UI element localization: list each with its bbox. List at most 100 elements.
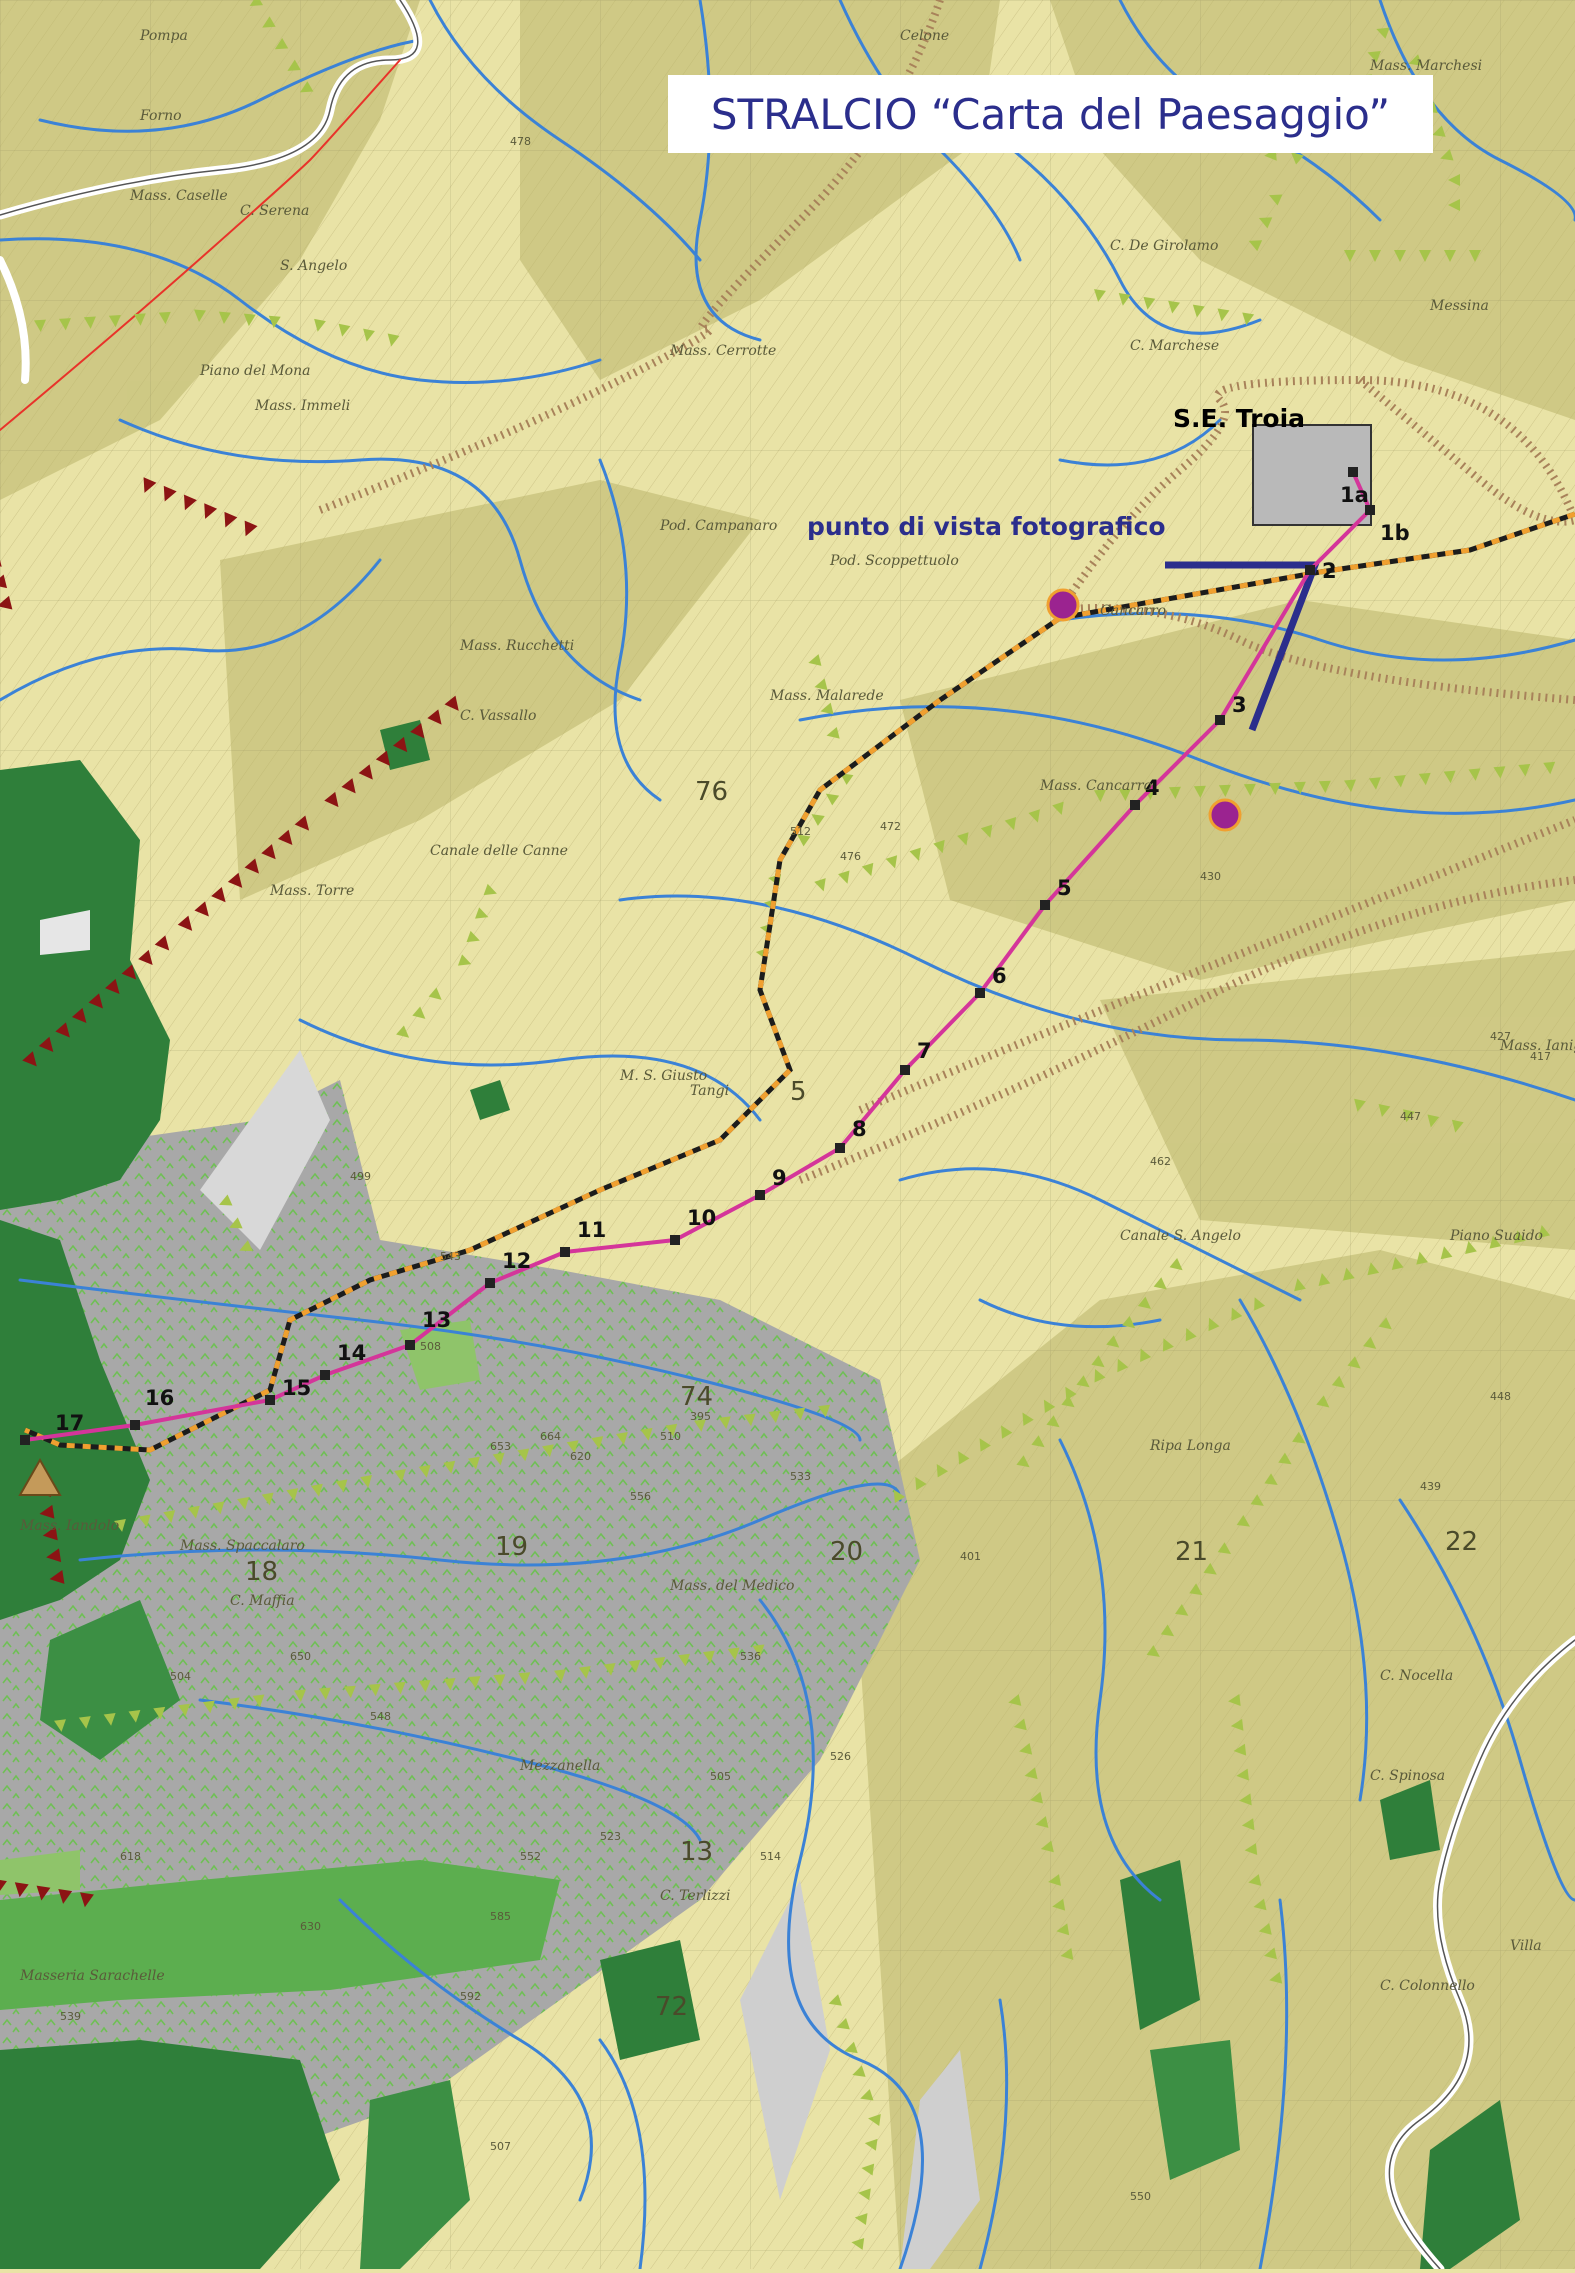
triangle-mark (249, 0, 264, 7)
triangle-mark (640, 1427, 653, 1441)
triangle-mark (1393, 775, 1406, 788)
triangle-mark (1250, 1494, 1264, 1506)
tower-marker (975, 988, 985, 998)
triangle-mark (752, 1644, 765, 1658)
spot-height: 505 (710, 1770, 731, 1783)
triangle-mark (1040, 1840, 1054, 1853)
place-name: Forno (139, 108, 182, 124)
triangle-mark (1168, 300, 1181, 314)
triangle-mark (212, 1501, 225, 1515)
triangle-mark (727, 1647, 740, 1661)
spot-height: 533 (790, 1470, 811, 1483)
place-name: Mass. Malarede (769, 688, 884, 704)
spot-height: 550 (1130, 2190, 1151, 2203)
triangle-mark (653, 1656, 666, 1670)
triangle-mark (1185, 1328, 1197, 1342)
triangle-mark (428, 987, 442, 1000)
triangle-mark (287, 59, 301, 71)
triangle-mark (578, 1666, 591, 1679)
triangle-mark (1367, 50, 1381, 63)
place-name: Mass. Caselle (129, 188, 228, 204)
triangle-mark (58, 1888, 73, 1904)
triangle-mark (128, 1709, 141, 1723)
triangle-mark (88, 993, 103, 1009)
triangle-mark (218, 311, 231, 325)
place-name: C. De Girolamo (1110, 238, 1218, 254)
triangle-mark (1244, 1843, 1258, 1856)
triangle-mark (1228, 1694, 1241, 1706)
triangle-mark (38, 1036, 54, 1052)
triangle-mark (864, 2138, 878, 2151)
place-name: Celone (900, 28, 949, 44)
triangle-mark (957, 832, 969, 846)
place-name: Ripa Longa (1149, 1438, 1231, 1454)
triangle-mark (933, 839, 945, 854)
triangle-mark (1294, 1278, 1306, 1292)
grid-number: 21 (1175, 1537, 1208, 1567)
triangle-mark (0, 1880, 7, 1891)
triangle-mark (1347, 1356, 1361, 1369)
tower-marker (1215, 715, 1225, 725)
spot-height: 478 (510, 135, 531, 148)
place-name: C. Terlizzi (660, 1888, 731, 1904)
triangle-mark (211, 887, 226, 903)
triangle-mark (1028, 809, 1040, 823)
triangle-mark (1140, 1348, 1152, 1362)
triangle-mark (443, 1460, 456, 1474)
triangle-mark (958, 1451, 970, 1465)
triangle-mark (1035, 1816, 1049, 1828)
triangle-mark (227, 1697, 240, 1711)
triangle-mark (825, 793, 840, 806)
triangle-mark (114, 1518, 126, 1532)
triangle-mark (1153, 1277, 1167, 1290)
spot-height: 447 (1400, 1110, 1421, 1123)
triangle-mark (1118, 788, 1131, 801)
tower-label: 14 (337, 1341, 366, 1365)
place-name: Mass. Cancarro (1039, 778, 1152, 794)
triangle-mark (1192, 304, 1205, 318)
place-name: Mezzanella (519, 1758, 600, 1774)
grid-number: 20 (830, 1537, 863, 1567)
triangle-mark (1106, 1335, 1120, 1348)
triangle-mark (979, 1438, 991, 1452)
triangle-mark (1369, 250, 1381, 262)
triangle-mark (1236, 1515, 1250, 1527)
triangle-mark (616, 1432, 628, 1445)
triangle-mark (363, 328, 375, 342)
spot-height: 427 (1490, 1030, 1511, 1043)
viewpoint-label: punto di vista fotografico (807, 512, 1166, 541)
grid-number: 13 (680, 1837, 713, 1867)
triangle-mark (1264, 1473, 1278, 1486)
triangle-mark (58, 318, 71, 331)
place-name: C. Nocella (1380, 1668, 1453, 1684)
triangle-mark (851, 2237, 865, 2250)
spot-height: 462 (1150, 1155, 1171, 1168)
tower-label: 2 (1322, 559, 1337, 583)
tower-label: 10 (687, 1206, 716, 1230)
triangle-mark (1001, 1425, 1013, 1439)
triangle-mark (418, 1464, 431, 1478)
triangle-mark (410, 723, 425, 739)
triangle-mark (466, 930, 480, 943)
triangle-mark (444, 695, 459, 711)
triangle-mark (1061, 1395, 1075, 1408)
triangle-mark (1448, 174, 1460, 186)
spot-height: 620 (570, 1450, 591, 1463)
triangle-mark (0, 595, 13, 610)
triangle-mark (103, 1713, 116, 1726)
triangle-mark (0, 574, 8, 589)
place-name: C. Maffia (230, 1593, 295, 1609)
tower-label: 4 (1145, 776, 1160, 800)
triangle-mark (1363, 1336, 1377, 1349)
triangle-mark (310, 1483, 323, 1497)
triangle-mark (1513, 1230, 1526, 1244)
triangle-mark (360, 1474, 373, 1488)
triangle-mark (108, 314, 121, 328)
triangle-mark (861, 2163, 875, 2176)
triangle-mark (1489, 1235, 1502, 1249)
triangle-mark (1169, 1257, 1183, 1271)
triangle-mark (1022, 1412, 1034, 1426)
triangle-mark (55, 1022, 70, 1038)
triangle-mark (294, 1689, 306, 1702)
